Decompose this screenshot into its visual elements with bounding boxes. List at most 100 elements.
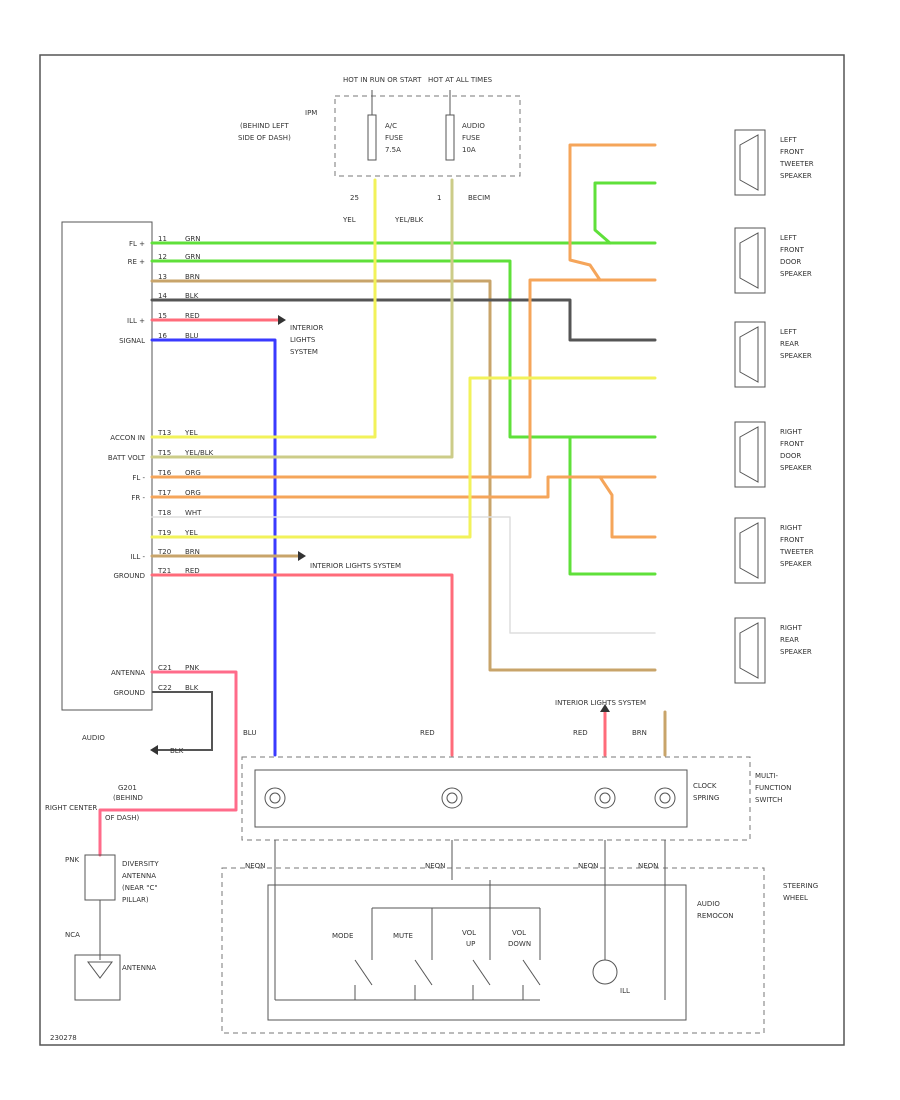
arrow-interior-lights xyxy=(278,315,286,325)
speaker-group: LEFTFRONTTWEETERSPEAKERLEFTFRONTDOORSPEA… xyxy=(734,129,814,684)
speaker-cone-icon xyxy=(739,522,759,579)
vol-down-label-2: DOWN xyxy=(508,940,531,948)
red-label-2: RED xyxy=(573,729,588,737)
red-label: RED xyxy=(420,729,435,737)
pin-25-label: 25 xyxy=(350,194,359,202)
diversity-label-2: ANTENNA xyxy=(122,872,156,880)
radio-pin-number: T21 xyxy=(157,567,171,575)
pnk-label: PNK xyxy=(65,856,79,864)
speaker-label: DOOR xyxy=(780,452,801,460)
fuse1-label-a: A/C xyxy=(385,122,397,130)
radio-pin-number: T13 xyxy=(157,429,171,437)
diversity-label-3: (NEAR "C" xyxy=(122,884,158,892)
radio-pin-wire-color: YEL/BLK xyxy=(184,449,214,457)
blk-short-label: BLK xyxy=(170,747,184,755)
radio-pin-wire-color: BLK xyxy=(185,684,199,692)
speaker-label: RIGHT xyxy=(780,428,803,436)
radio-pin-wire-color: ORG xyxy=(185,469,201,477)
ill-lamp-icon xyxy=(592,959,618,985)
radio-pin-number: C21 xyxy=(158,664,172,672)
radio-pin-number: T17 xyxy=(157,489,171,497)
neon-label-4: NEON xyxy=(638,862,658,870)
remote-switches xyxy=(354,959,541,1000)
radio-pin-wire-color: GRN xyxy=(185,235,201,243)
radio-pin-name: SIGNAL xyxy=(119,337,145,345)
interior-lights-label-1: INTERIOR xyxy=(290,324,323,332)
speaker-label: SPEAKER xyxy=(780,172,812,180)
radio-pin-wire-color: BRN xyxy=(185,273,200,281)
steering-label-1: STEERING xyxy=(783,882,818,890)
wire-pnk-antenna xyxy=(98,670,238,857)
radio-pin-name: FL + xyxy=(129,240,145,248)
speaker-body xyxy=(734,321,766,388)
radio-pin-number: 11 xyxy=(158,235,167,243)
wire-yel-t19 xyxy=(150,376,657,539)
g201-label: G201 xyxy=(118,784,137,792)
g201-location-2: RIGHT CENTER xyxy=(45,804,97,812)
speaker-label: TWEETER xyxy=(779,548,814,556)
radio-pin-number: 12 xyxy=(158,253,167,261)
radio-pin-wire-color: YEL xyxy=(184,429,198,437)
wire-blk-14 xyxy=(150,298,657,342)
mute-label: MUTE xyxy=(393,932,413,940)
radio-pin-name: RE + xyxy=(128,258,146,266)
wire-org-fr xyxy=(150,475,657,499)
interior-lights-system-label-2: INTERIOR LIGHTS SYSTEM xyxy=(555,699,646,707)
speaker-label: SPEAKER xyxy=(780,464,812,472)
speaker-label: RIGHT xyxy=(780,524,803,532)
radio-pin-name: ANTENNA xyxy=(111,669,145,677)
diversity-label-4: PILLAR) xyxy=(122,896,149,904)
audio-label: AUDIO xyxy=(82,734,105,742)
radio-pin-number: 16 xyxy=(158,332,167,340)
clock-spring-contacts xyxy=(264,787,676,809)
hot-run-label: HOT IN RUN OR START xyxy=(343,76,422,84)
speaker-label: REAR xyxy=(780,340,799,348)
wire-blk-ground xyxy=(152,691,213,751)
arrow-interior-lights-2 xyxy=(298,551,306,561)
speaker-label: RIGHT xyxy=(780,624,803,632)
radio-pin-number: 15 xyxy=(158,312,167,320)
radio-pin-number: T18 xyxy=(157,509,171,517)
wire-blu-signal xyxy=(150,338,277,757)
speaker-body xyxy=(734,129,766,196)
radio-pin-name: GROUND xyxy=(113,689,145,697)
radio-pin-number: 13 xyxy=(158,273,167,281)
radio-pin-number: T19 xyxy=(157,529,171,537)
radio-pin-number: T15 xyxy=(157,449,171,457)
speaker-label: SPEAKER xyxy=(780,560,812,568)
wire-org-fl xyxy=(150,278,657,479)
g201-location-1: (BEHIND xyxy=(113,794,143,802)
speaker-body xyxy=(734,517,766,584)
fuse2-label-c: 10A xyxy=(462,146,476,154)
ill-label: ILL xyxy=(620,987,630,995)
audio-remote-box xyxy=(267,884,687,1021)
radio-pin-number: T16 xyxy=(157,469,172,477)
ipm-label: IPM xyxy=(305,109,317,117)
speaker-label: SPEAKER xyxy=(780,648,812,656)
radio-pin-name: GROUND xyxy=(113,572,145,580)
diagram-frame xyxy=(39,54,845,1046)
speaker-label: LEFT xyxy=(780,136,797,144)
wire-org-lt xyxy=(568,143,657,282)
fuse1-label-c: 7.5A xyxy=(385,146,401,154)
vol-up-label-2: UP xyxy=(466,940,475,948)
ref-code: 230278 xyxy=(50,1034,77,1042)
neon-label-3: NEON xyxy=(578,862,598,870)
radio-pin-number: 14 xyxy=(158,292,167,300)
arrow-interior-lights-3 xyxy=(600,704,610,712)
radio-pin-wire-color: RED xyxy=(185,567,200,575)
nca-label: NCA xyxy=(65,931,80,939)
wire-org-rt xyxy=(598,475,657,539)
blu-label: BLU xyxy=(243,729,256,737)
speaker-label: REAR xyxy=(780,636,799,644)
fuse2-label-a: AUDIO xyxy=(462,122,485,130)
interior-lights-system-label: INTERIOR LIGHTS SYSTEM xyxy=(310,562,401,570)
radio-pin-name: FR - xyxy=(131,494,145,502)
interior-lights-label-3: SYSTEM xyxy=(290,348,318,356)
steering-label-2: WHEEL xyxy=(783,894,808,902)
mfs-label-2: FUNCTION xyxy=(755,784,791,792)
